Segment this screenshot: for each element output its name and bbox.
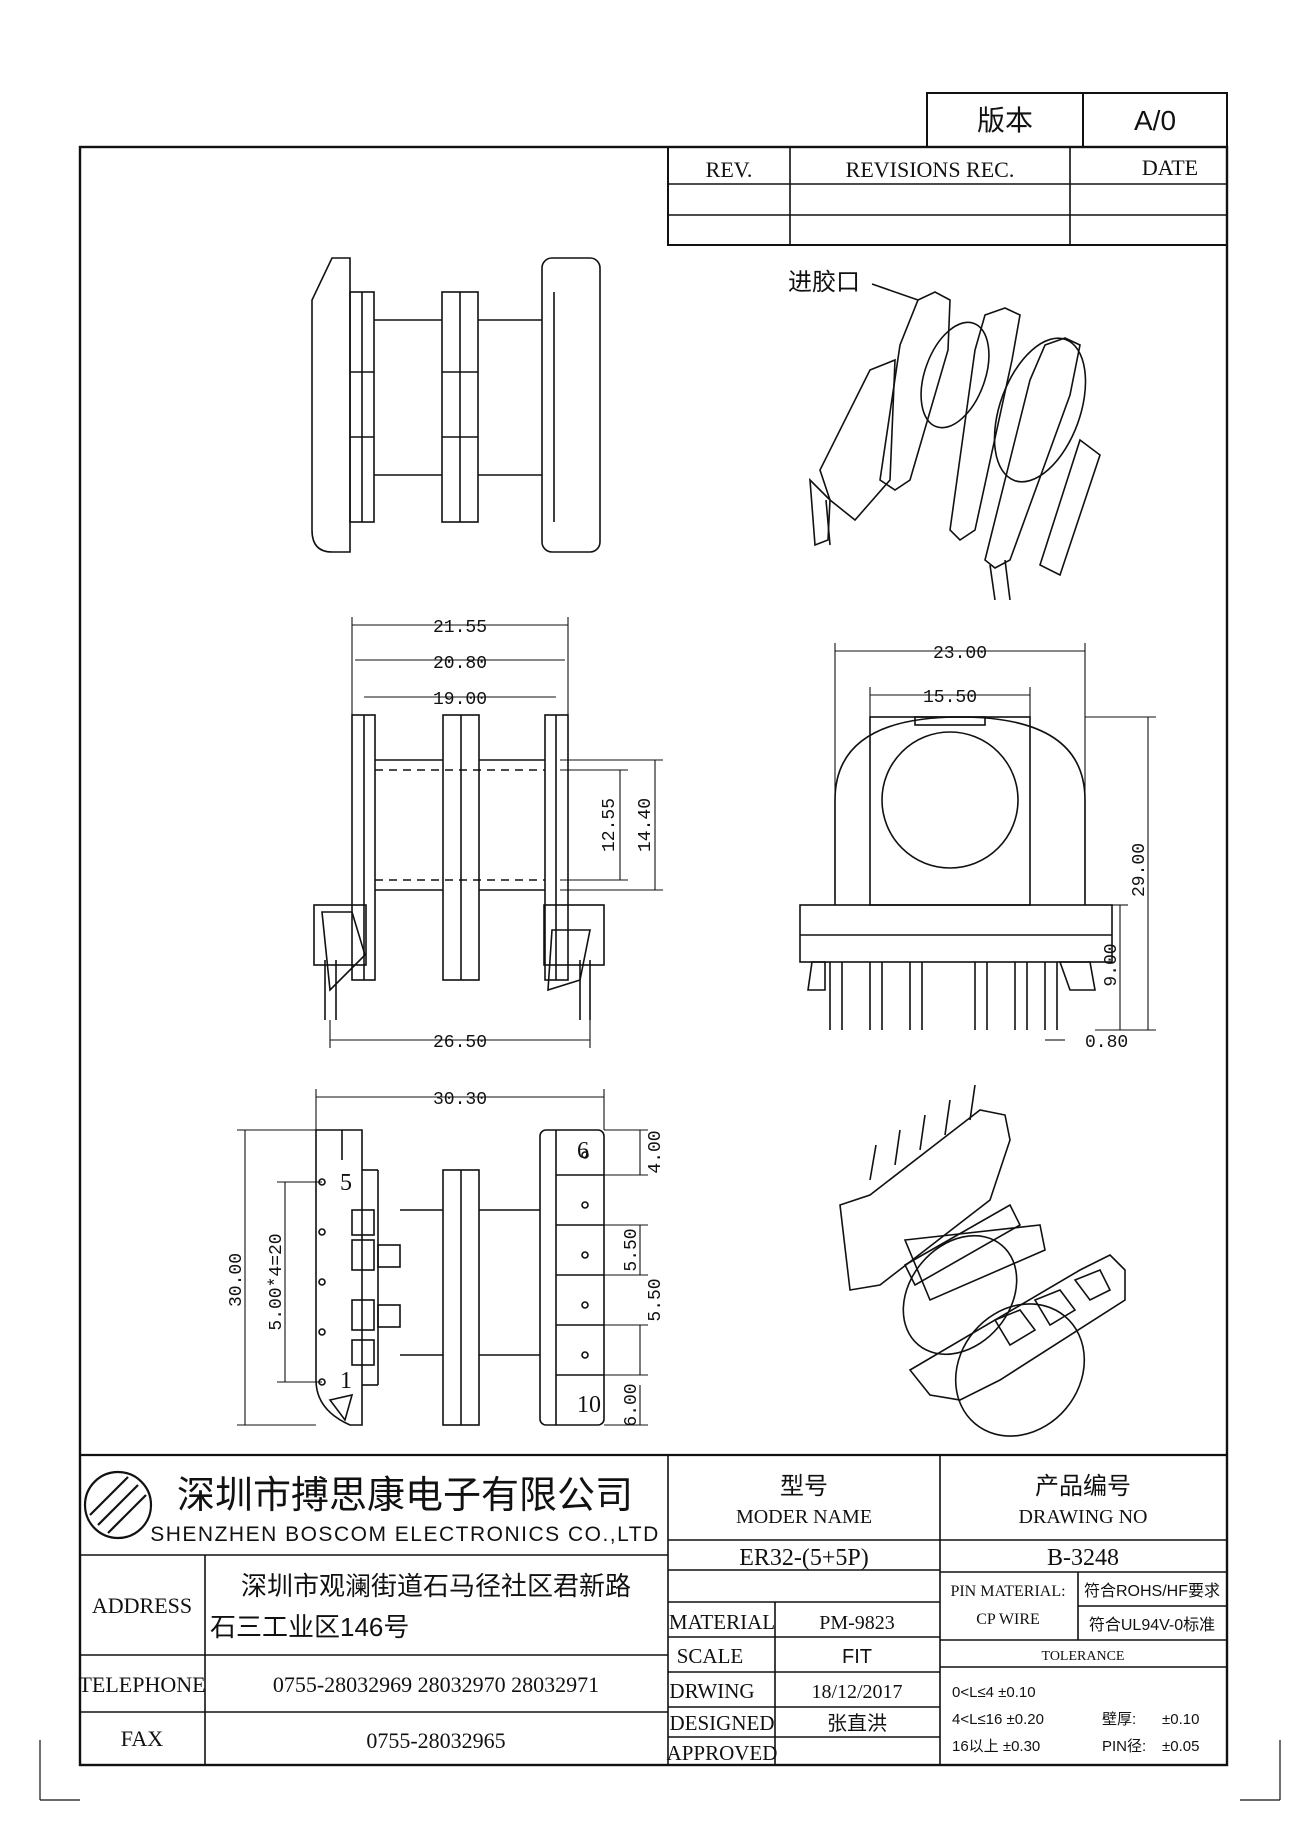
dim-o: 4.00 xyxy=(646,1130,666,1173)
scale-label: SCALE xyxy=(677,1644,744,1668)
dim-q: 5.50 xyxy=(646,1278,666,1321)
side-view xyxy=(799,716,1113,1030)
address-label: ADDRESS xyxy=(92,1593,192,1618)
ul-compliance: 符合UL94V-0标准 xyxy=(1089,1616,1215,1634)
material-label: MATERIAL xyxy=(669,1610,775,1634)
telephone-label: TELEPHONE xyxy=(78,1672,205,1697)
tolerance-2: 4<L≤16 ±0.20 xyxy=(952,1711,1044,1728)
isometric-view-top: 进胶口 xyxy=(788,269,1101,601)
dim-a: 21.55 xyxy=(433,618,487,638)
approved-label: APPROVED xyxy=(667,1741,778,1765)
dim-j: 9.00 xyxy=(1102,943,1122,986)
rev-header: REV. xyxy=(706,157,753,182)
dim-h: 23.00 xyxy=(933,644,987,664)
dim-g: 15.50 xyxy=(923,688,977,708)
fax-label: FAX xyxy=(121,1726,163,1751)
dim-e: 14.40 xyxy=(636,798,656,852)
address-line-1: 深圳市观澜街道石马径社区君新路 xyxy=(241,1571,631,1601)
wall-thickness-label: 壁厚: xyxy=(1102,1711,1136,1728)
model-label-cn: 型号 xyxy=(780,1473,828,1500)
pin-6-label: 6 xyxy=(577,1138,589,1164)
sheet-border xyxy=(78,145,1229,1767)
pin-diameter-label: PIN径: xyxy=(1102,1738,1146,1755)
bottom-view: 5 1 6 10 xyxy=(315,1129,605,1426)
dim-k: 0.80 xyxy=(1085,1033,1128,1053)
designed-value: 张直洪 xyxy=(827,1712,887,1735)
drawing-date-label: DRWING xyxy=(669,1679,754,1703)
scale-value: FIT xyxy=(842,1646,872,1668)
dim-d: 12.55 xyxy=(600,798,620,852)
rohs-compliance: 符合ROHS/HF要求 xyxy=(1084,1582,1220,1600)
dim-f: 26.50 xyxy=(433,1033,487,1053)
dim-p: 5.50 xyxy=(622,1228,642,1271)
dimensions xyxy=(237,617,1156,1426)
version-value: A/0 xyxy=(1134,105,1176,136)
pin-material-label: PIN MATERIAL: xyxy=(950,1583,1065,1600)
date-header: DATE xyxy=(1142,155,1198,180)
pin-material-value: CP WIRE xyxy=(976,1611,1040,1628)
drawing-no-value: B-3248 xyxy=(1047,1545,1119,1571)
dimension-labels: 21.55 20.80 19.00 26.50 23.00 15.50 0.80… xyxy=(227,618,1150,1427)
telephone-value: 0755-28032969 28032970 28032971 xyxy=(273,1672,599,1697)
dim-i: 29.00 xyxy=(1130,843,1150,897)
address-line-2: 石三工业区146号 xyxy=(210,1612,409,1642)
top-view xyxy=(311,257,601,553)
dim-r: 6.00 xyxy=(622,1383,642,1426)
company-name-en: SHENZHEN BOSCOM ELECTRONICS CO.,LTD xyxy=(150,1523,660,1546)
dim-m: 5.00*4=20 xyxy=(267,1233,287,1330)
pin-10-label: 10 xyxy=(577,1392,601,1418)
tolerance-label: TOLERANCE xyxy=(1042,1649,1125,1664)
company-logo xyxy=(83,1470,153,1540)
material-value: PM-9823 xyxy=(819,1612,895,1634)
pin-1-label: 1 xyxy=(340,1368,352,1394)
tolerance-3: 16以上 ±0.30 xyxy=(952,1738,1040,1755)
dim-b: 20.80 xyxy=(433,654,487,674)
title-block: 深圳市搏思康电子有限公司 SHENZHEN BOSCOM ELECTRONICS… xyxy=(78,1453,1227,1765)
dim-l: 30.30 xyxy=(433,1090,487,1110)
pin-diameter-value: ±0.05 xyxy=(1162,1738,1199,1755)
model-label-en: MODER NAME xyxy=(736,1506,872,1528)
dim-n: 30.00 xyxy=(227,1253,247,1307)
gate-label: 进胶口 xyxy=(788,269,860,296)
crop-marks xyxy=(39,1740,1281,1801)
revisions-header: REVISIONS REC. xyxy=(846,157,1015,182)
dim-c: 19.00 xyxy=(433,690,487,710)
designed-label: DESIGNED xyxy=(670,1711,775,1735)
version-label: 版本 xyxy=(977,105,1033,137)
company-name-cn: 深圳市搏思康电子有限公司 xyxy=(177,1475,633,1517)
fax-value: 0755-28032965 xyxy=(366,1728,505,1753)
tolerance-1: 0<L≤4 ±0.10 xyxy=(952,1684,1036,1701)
drawing-date-value: 18/12/2017 xyxy=(811,1681,902,1703)
isometric-view-bottom xyxy=(839,1084,1126,1437)
version-box: 版本 A/0 xyxy=(926,92,1228,148)
revision-table: REV. REVISIONS REC. DATE xyxy=(667,146,1228,246)
model-value: ER32-(5+5P) xyxy=(739,1545,869,1571)
wall-thickness-value: ±0.10 xyxy=(1162,1711,1199,1728)
front-view xyxy=(313,714,605,1020)
drawing-no-label-en: DRAWING NO xyxy=(1019,1506,1148,1528)
drawing-no-label-cn: 产品编号 xyxy=(1035,1473,1131,1500)
pin-5-label: 5 xyxy=(340,1170,352,1196)
